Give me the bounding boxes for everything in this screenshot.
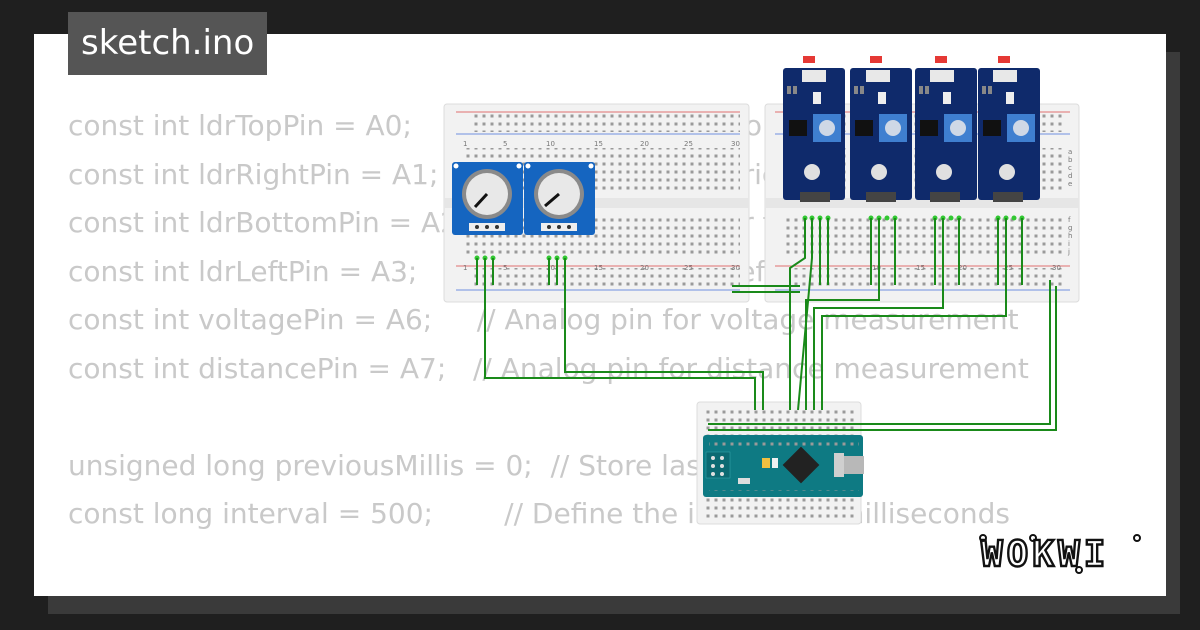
wires — [476, 218, 1057, 431]
ldr-module-2[interactable] — [850, 56, 912, 202]
breadboard-right-labels: f g h i j a b c d e 10 15 20 25 30 — [872, 148, 1073, 272]
row-label: f — [1068, 216, 1071, 224]
row-label: d — [1068, 172, 1072, 180]
ldr-module-1[interactable] — [783, 56, 845, 202]
col-label: 30 — [1052, 264, 1061, 272]
col-label: 15 — [594, 140, 603, 148]
col-label: 20 — [958, 264, 967, 272]
row-label: e — [1068, 180, 1072, 188]
row-label: i — [1068, 240, 1070, 248]
col-label: 1 — [463, 264, 467, 272]
col-label: 1 — [463, 140, 467, 148]
col-label: 25 — [684, 140, 693, 148]
ldr-module-3[interactable] — [915, 56, 977, 202]
col-label: 5 — [503, 140, 507, 148]
col-label: 15 — [916, 264, 925, 272]
potentiometer-1[interactable] — [452, 162, 523, 235]
row-label: c — [1068, 164, 1072, 172]
col-label: 15 — [594, 264, 603, 272]
code-line: void setup() { — [68, 587, 1029, 596]
arduino-nano — [703, 435, 864, 497]
col-label: 5 — [503, 264, 507, 272]
row-label: j — [1067, 248, 1070, 256]
row-label: h — [1068, 232, 1072, 240]
code-line: const long interval = 500; // Define the… — [68, 497, 1010, 530]
col-label: 20 — [640, 264, 649, 272]
col-label: 25 — [684, 264, 693, 272]
wokwi-logo: WOKWI — [975, 526, 1150, 578]
brand-name: WOKWI — [981, 534, 1109, 575]
col-label: 30 — [731, 140, 740, 148]
col-label: 30 — [731, 264, 740, 272]
code-line: const int voltagePin = A6; // Analog pin… — [68, 303, 1019, 336]
breadboard-left-labels: 1 5 10 15 20 25 30 1 5 10 15 20 25 30 — [463, 140, 740, 272]
ldr-module-4[interactable] — [978, 56, 1040, 202]
col-label: 10 — [546, 140, 555, 148]
col-label: 10 — [546, 264, 555, 272]
sketch-title: sketch.ino — [68, 12, 268, 75]
row-label: b — [1068, 156, 1073, 164]
col-label: 25 — [1004, 264, 1013, 272]
row-label: g — [1068, 224, 1072, 232]
row-label: a — [1068, 148, 1072, 156]
col-label: 10 — [872, 264, 881, 272]
potentiometer-2[interactable] — [524, 162, 595, 235]
wokwi-logo-mark: WOKWI — [979, 533, 1141, 576]
col-label: 20 — [640, 140, 649, 148]
